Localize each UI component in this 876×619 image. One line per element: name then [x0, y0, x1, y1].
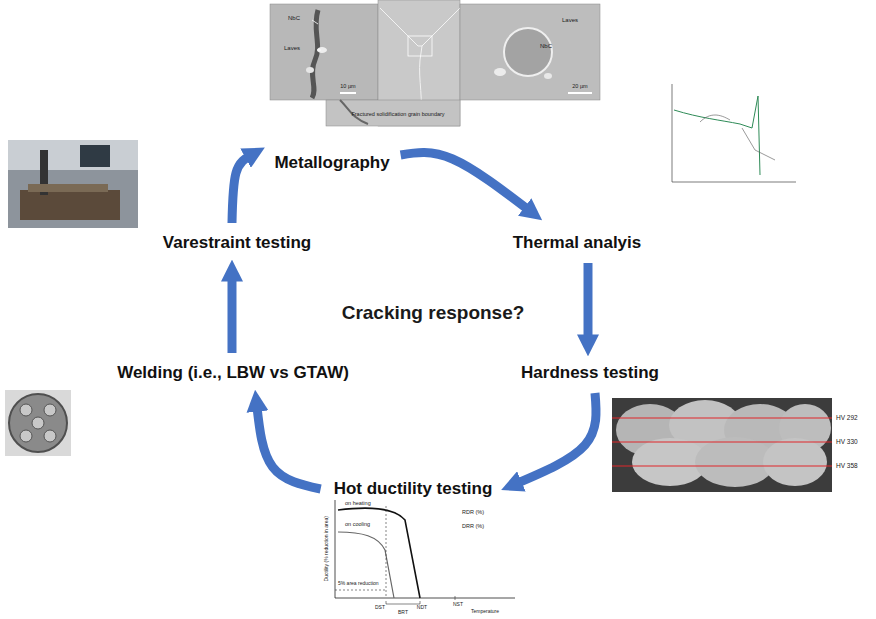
phase-label: Laves: [284, 45, 300, 52]
hot-ductility-chart: [335, 500, 515, 604]
step-label: Metallography: [274, 153, 389, 173]
varestraint-photo: [8, 140, 138, 228]
step-label: Hot ductility testing: [334, 479, 493, 499]
center-question: Cracking response?: [342, 303, 525, 324]
formula: RDR (%): [462, 509, 484, 515]
step-label: Varestraint testing: [163, 233, 311, 253]
scale-bar-label: 10 µm: [340, 83, 355, 89]
cycle-arrow: [257, 405, 321, 489]
step-label: Hardness testing: [521, 363, 659, 383]
process-step: Hardness testing: [518, 361, 662, 385]
step-label: Welding (i.e., LBW vs GTAW): [117, 363, 349, 383]
cycle-arrow: [515, 393, 596, 484]
axis-mark: NST: [453, 602, 463, 608]
weld-specimen-photo: [5, 390, 71, 456]
cycle-arrow: [401, 152, 530, 211]
thermal-curve: [660, 80, 800, 190]
process-step: Metallography: [271, 151, 392, 175]
curve-label: on cooling: [345, 521, 370, 527]
cycle-arrow: [232, 155, 251, 223]
formula: DRR (%): [462, 523, 484, 529]
sem-micrographs: [270, 0, 600, 126]
cycle-arrow: [584, 263, 593, 341]
axis-mark: BRT: [398, 610, 408, 616]
hardness-value: HV 358: [836, 462, 858, 469]
process-step: Varestraint testing: [160, 231, 314, 255]
phase-label: NbC: [288, 15, 300, 22]
axis-title: Ductility (% reduction in area): [324, 516, 330, 581]
process-step: Welding (i.e., LBW vs GTAW): [114, 361, 352, 385]
feature-label: Fractured solidification grain boundary: [351, 111, 444, 117]
hardness-cross-section: [612, 398, 832, 492]
phase-label: NbC: [540, 43, 552, 50]
process-step: Thermal analyis: [510, 231, 645, 255]
hardness-value: HV 330: [836, 438, 858, 445]
axis-mark: NDT: [417, 605, 427, 611]
phase-label: Laves: [562, 17, 578, 24]
curve-label: on heating: [345, 500, 371, 506]
scale-bar-label: 20 µm: [572, 83, 587, 89]
step-label: Thermal analyis: [513, 233, 642, 253]
threshold-label: 5% area reduction: [338, 581, 379, 587]
process-step: Hot ductility testing: [331, 477, 496, 501]
axis-mark: DST: [375, 605, 385, 611]
cycle-arrow: [227, 275, 236, 353]
axis-title: Temperature: [471, 609, 499, 615]
hardness-value: HV 292: [836, 414, 858, 421]
